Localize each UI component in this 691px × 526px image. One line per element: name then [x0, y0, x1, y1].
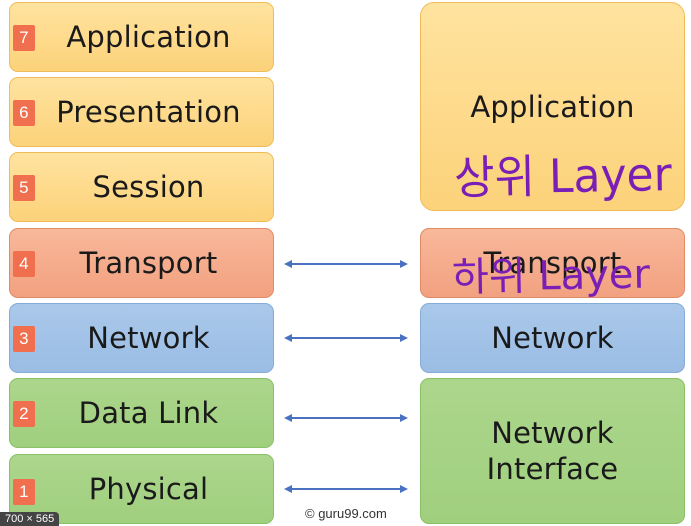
layer-label: Application	[470, 90, 635, 124]
layer-number-badge: 3	[13, 326, 35, 352]
image-size-badge: 700 × 565	[0, 512, 60, 526]
osi-layer-network: 3 Network	[9, 303, 274, 373]
tcpip-layer-transport: Transport	[420, 228, 685, 298]
annotation-upper-layer: 상위 Layer	[453, 148, 673, 206]
layer-number-badge: 4	[13, 251, 35, 277]
layer-label: Application	[66, 19, 231, 54]
layer-label: Session	[92, 169, 205, 204]
layer-number-badge: 2	[13, 401, 35, 427]
layer-label: Network Interface	[486, 415, 619, 486]
osi-layer-data-link: 2 Data Link	[9, 378, 274, 448]
layer-number-badge: 6	[13, 100, 35, 126]
layer-label: Physical	[88, 471, 209, 506]
tcpip-layer-application: Application	[420, 2, 685, 211]
layer-number-badge: 7	[13, 25, 35, 51]
credit-text: © guru99.com	[305, 506, 387, 521]
layer-number-badge: 1	[13, 479, 35, 505]
osi-layer-application: 7 Application	[9, 2, 274, 72]
layer-label: Network	[87, 320, 210, 355]
layer-label: Transport	[483, 245, 622, 280]
layer-number-badge: 5	[13, 175, 35, 201]
osi-layer-transport: 4 Transport	[9, 228, 274, 298]
layer-label: Presentation	[56, 94, 241, 129]
osi-layer-presentation: 6 Presentation	[9, 77, 274, 147]
layer-label: Network	[491, 320, 614, 355]
layer-label: Data Link	[78, 395, 219, 430]
osi-layer-session: 5 Session	[9, 152, 274, 222]
tcpip-layer-network: Network	[420, 303, 685, 373]
tcpip-layer-network-interface: Network Interface	[420, 378, 685, 524]
annotation-lower-layer: 하위 Layer	[451, 251, 651, 301]
layer-label: Transport	[79, 245, 218, 280]
